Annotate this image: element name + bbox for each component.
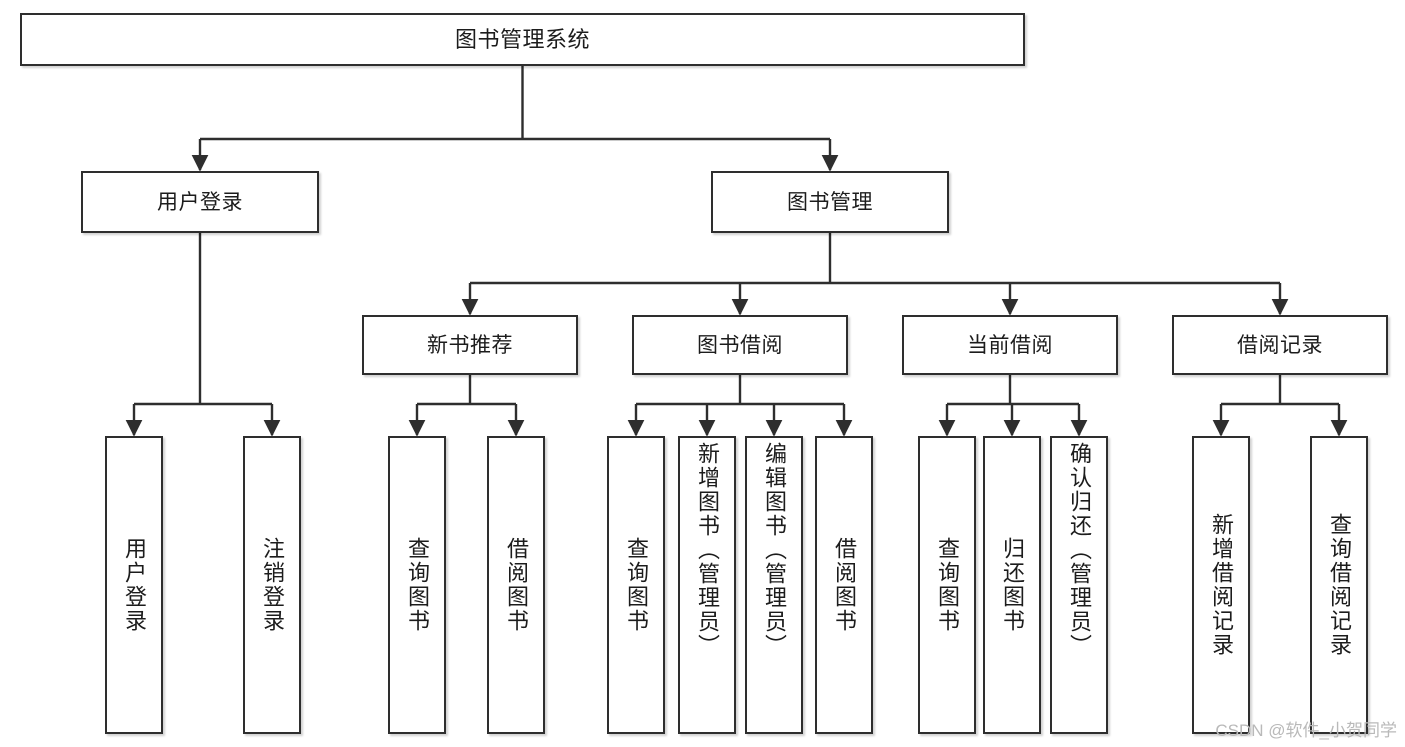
node-label: 借阅图书 (503, 537, 529, 633)
node-label: 用户登录 (157, 190, 243, 214)
node-label: 确认归还（管理员） (1066, 442, 1092, 658)
node-label: 当前借阅 (967, 333, 1053, 357)
node-leaf-query-book-1[interactable]: 查询图书 (388, 436, 446, 734)
node-current-borrow[interactable]: 当前借阅 (902, 315, 1118, 375)
node-label: 借阅记录 (1237, 333, 1323, 357)
node-label: 图书管理 (787, 190, 873, 214)
node-label: 归还图书 (999, 537, 1025, 633)
node-leaf-add-book[interactable]: 新增图书（管理员） (678, 436, 736, 734)
node-label: 查询借阅记录 (1326, 513, 1352, 657)
node-label: 注销登录 (259, 537, 285, 633)
node-label: 新书推荐 (427, 333, 513, 357)
node-leaf-logout[interactable]: 注销登录 (243, 436, 301, 734)
node-leaf-query-book-2[interactable]: 查询图书 (607, 436, 665, 734)
node-label: 图书管理系统 (454, 26, 590, 52)
node-root[interactable]: 图书管理系统 (20, 13, 1025, 66)
node-label: 查询图书 (623, 537, 649, 633)
node-leaf-query-book-3[interactable]: 查询图书 (918, 436, 976, 734)
node-leaf-user-login[interactable]: 用户登录 (105, 436, 163, 734)
node-label: 查询图书 (934, 537, 960, 633)
node-leaf-confirm-ret[interactable]: 确认归还（管理员） (1050, 436, 1108, 734)
node-leaf-return-book[interactable]: 归还图书 (983, 436, 1041, 734)
node-leaf-borrow-book-2[interactable]: 借阅图书 (815, 436, 873, 734)
node-book-borrow[interactable]: 图书借阅 (632, 315, 848, 375)
node-leaf-borrow-book-1[interactable]: 借阅图书 (487, 436, 545, 734)
node-label: 查询图书 (404, 537, 430, 633)
watermark-text: CSDN @软件_小贺同学 (1215, 721, 1397, 740)
node-label: 新增图书（管理员） (694, 442, 720, 658)
node-label: 用户登录 (121, 537, 147, 633)
node-borrow-record[interactable]: 借阅记录 (1172, 315, 1388, 375)
node-label: 新增借阅记录 (1208, 513, 1234, 657)
node-new-book-rec[interactable]: 新书推荐 (362, 315, 578, 375)
node-leaf-add-record[interactable]: 新增借阅记录 (1192, 436, 1250, 734)
node-label: 借阅图书 (831, 537, 857, 633)
node-label: 编辑图书（管理员） (761, 442, 787, 658)
node-leaf-query-record[interactable]: 查询借阅记录 (1310, 436, 1368, 734)
node-user-login[interactable]: 用户登录 (81, 171, 319, 233)
node-book-manage[interactable]: 图书管理 (711, 171, 949, 233)
node-label: 图书借阅 (697, 333, 783, 357)
node-leaf-edit-book[interactable]: 编辑图书（管理员） (745, 436, 803, 734)
